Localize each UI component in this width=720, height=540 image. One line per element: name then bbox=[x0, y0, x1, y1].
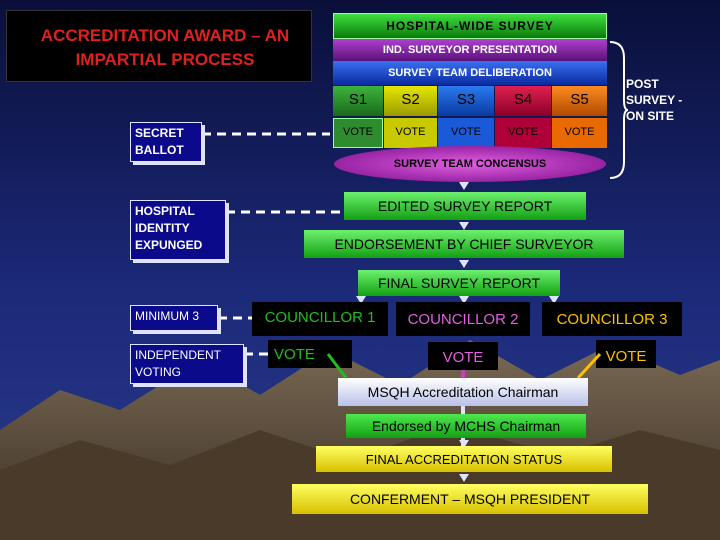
final-status-text: FINAL ACCREDITATION STATUS bbox=[365, 451, 563, 467]
mchs-chairman-text: Endorsed by MCHS Chairman bbox=[371, 418, 561, 434]
surveyor-s4-vote bbox=[495, 118, 551, 148]
arrow-down-icon bbox=[459, 222, 469, 230]
surveyor-s3-vote-text: VOTE bbox=[451, 126, 481, 138]
arrow-down-icon bbox=[356, 296, 366, 304]
councillor-2-box bbox=[396, 302, 530, 336]
msqh-chairman-text: MSQH Accreditation Chairman bbox=[367, 384, 559, 400]
mchs-chairman: Endorsed by MCHS Chairman bbox=[346, 414, 586, 438]
arrow-down-icon bbox=[459, 474, 469, 482]
arrow-down-icon bbox=[459, 182, 469, 190]
ind-surveyor-text: IND. SURVEYOR PRESENTATION bbox=[382, 44, 558, 56]
note-minimum-3: MINIMUM 3 bbox=[130, 305, 218, 331]
surveyor-s4-vote-text: VOTE bbox=[508, 126, 538, 138]
title-box bbox=[6, 10, 312, 82]
endorsement-chief-surveyor: ENDORSEMENT BY CHIEF SURVEYOR bbox=[304, 230, 624, 258]
councillor-3-box bbox=[542, 302, 682, 336]
deliberation-text: SURVEY TEAM DELIBERATION bbox=[388, 67, 552, 79]
edited-report-text: EDITED SURVEY REPORT bbox=[377, 198, 553, 214]
hospital-wide-survey-bar: HOSPITAL-WIDE SURVEY bbox=[333, 13, 607, 39]
post-survey-bracket bbox=[609, 41, 629, 179]
surveyor-s2-vote-text: VOTE bbox=[395, 126, 426, 138]
surveyor-s3 bbox=[438, 86, 494, 116]
conferment-text: CONFERMENT – MSQH PRESIDENT bbox=[349, 491, 591, 507]
note-independent-voting: INDEPENDENT VOTING bbox=[130, 344, 244, 384]
post-survey-label: POST SURVEY - ON SITE bbox=[626, 77, 683, 123]
councillor-3-label: COUNCILLOR 3 bbox=[556, 311, 668, 328]
councillor-3-vote bbox=[596, 340, 656, 368]
councillor-1-label: COUNCILLOR 1 bbox=[264, 309, 376, 326]
surveyor-s2-vote bbox=[384, 118, 437, 148]
surveyor-s1-vote bbox=[333, 118, 383, 148]
surveyor-s5-vote-text: VOTE bbox=[564, 126, 595, 138]
surveyor-s5 bbox=[552, 86, 607, 116]
surveyor-s4 bbox=[495, 86, 551, 116]
surveyor-s1 bbox=[333, 86, 383, 116]
note-secret-ballot: SECRET BALLOT bbox=[130, 122, 202, 162]
councillor-3-vote-text: VOTE bbox=[605, 348, 647, 365]
final-survey-report: FINAL SURVEY REPORT bbox=[358, 270, 560, 296]
final-report-text: FINAL SURVEY REPORT bbox=[377, 275, 541, 291]
councillor-2-label: COUNCILLOR 2 bbox=[407, 311, 519, 328]
hospital-wide-survey-text: HOSPITAL-WIDE SURVEY bbox=[386, 19, 554, 33]
surveyor-s2-label: S2 bbox=[401, 91, 420, 108]
arrow-down-icon bbox=[549, 296, 559, 304]
surveyor-s5-vote bbox=[552, 118, 607, 148]
endorsement-text: ENDORSEMENT BY CHIEF SURVEYOR bbox=[334, 236, 594, 252]
surveyor-s5-label: S5 bbox=[570, 91, 589, 108]
surveyor-s3-vote bbox=[438, 118, 494, 148]
surveyor-s4-label: S4 bbox=[513, 91, 533, 108]
surveyor-s1-label: S1 bbox=[348, 91, 368, 108]
councillor-1-vote bbox=[268, 340, 352, 368]
surveyor-s1-vote-text: VOTE bbox=[343, 126, 373, 138]
edited-survey-report: EDITED SURVEY REPORT bbox=[344, 192, 586, 220]
ind-surveyor-bar: IND. SURVEYOR PRESENTATION bbox=[333, 39, 607, 61]
councillor-2-vote bbox=[428, 342, 498, 370]
page-title: ACCREDITATION AWARD – AN IMPARTIAL PROCE… bbox=[40, 26, 290, 69]
councillor-2-vote-text: VOTE bbox=[442, 349, 484, 366]
arrow-down-icon bbox=[459, 296, 469, 304]
surveyor-s2 bbox=[384, 86, 437, 116]
survey-team-concensus: SURVEY TEAM CONCENSUS bbox=[334, 146, 606, 182]
concensus-text: SURVEY TEAM CONCENSUS bbox=[393, 158, 547, 170]
note-identity-expunged: HOSPITAL IDENTITY EXPUNGED bbox=[130, 200, 226, 260]
conferment-msqh-president: CONFERMENT – MSQH PRESIDENT bbox=[292, 484, 648, 514]
surveyor-s3-label: S3 bbox=[456, 91, 476, 108]
councillor-1-box bbox=[252, 302, 388, 336]
msqh-accreditation-chairman: MSQH Accreditation Chairman bbox=[338, 378, 588, 406]
arrow-down-icon bbox=[459, 260, 469, 268]
councillor-1-vote-text: VOTE bbox=[274, 346, 315, 363]
arrow-down-icon bbox=[459, 440, 469, 448]
final-accreditation-status: FINAL ACCREDITATION STATUS bbox=[316, 446, 612, 472]
survey-team-deliberation-bar: SURVEY TEAM DELIBERATION bbox=[333, 61, 607, 85]
